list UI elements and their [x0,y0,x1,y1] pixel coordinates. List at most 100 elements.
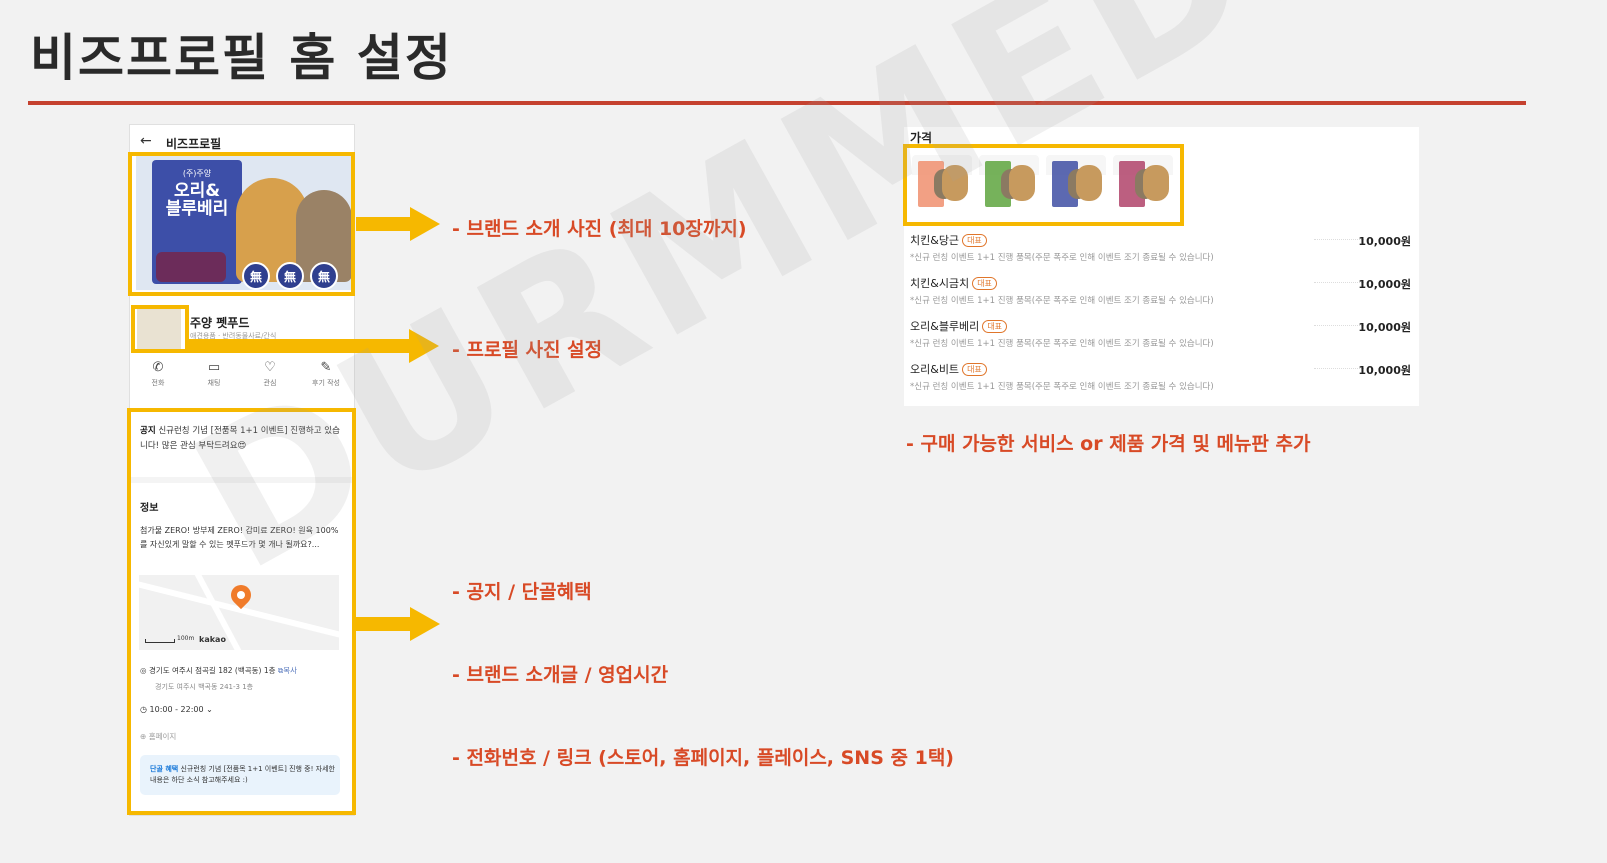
phone-header-title: 비즈프로필 [166,137,222,151]
dot-leader [1314,368,1364,369]
profile-photo[interactable] [137,308,181,350]
menu-item-price: 10,000원 [1358,364,1411,377]
rep-tag: 대표 [962,363,987,376]
call-label: 전화 [151,379,165,387]
menu-item-title: 치킨&당근 [910,234,960,247]
hours-row[interactable]: ◷ 10:00 - 22:00 ⌄ [140,705,213,714]
pencil-icon: ✎ [320,360,332,375]
package-name-line2: 블루베리 [165,199,229,219]
brand-photo-label: - 브랜드 소개 사진 (최대 10장까지) [452,218,747,240]
map-scale-text: 100m [177,635,195,642]
copy-label: 복사 [283,666,298,675]
menu-item-note: *신규 런칭 이벤트 1+1 진행 품목(주문 폭주로 인해 이벤트 조기 종료… [910,296,1214,306]
arrow-right-icon [356,607,440,641]
phone-mockup: ← 비즈프로필 (주)주양 오리& 블루베리 無 無 無 주양 펫푸드 애견용품… [129,124,355,816]
notice-prefix: 공지 [140,426,156,436]
thumb-pet [942,165,968,201]
hours-text: 10:00 - 22:00 [149,705,204,714]
menu-item-note: *신규 런칭 이벤트 1+1 진행 품목(주문 폭주로 인해 이벤트 조기 종료… [910,253,1214,263]
menu-item-note: *신규 런칭 이벤트 1+1 진행 품목(주문 폭주로 인해 이벤트 조기 종료… [910,382,1214,392]
package-brand: (주)주양 [182,169,212,178]
homepage-row[interactable]: ⊕ 홈페이지 [140,731,176,742]
map-pin-dot [237,591,245,599]
product-thumbnail[interactable] [979,155,1039,219]
berries-image [156,252,226,282]
profile-name: 주양 펫푸드 [190,316,250,330]
arrow-right-icon [189,329,439,363]
rep-tag: 대표 [972,277,997,290]
contact-label: - 전화번호 / 링크 (스토어, 홈페이지, 플레이스, SNS 중 1택) [452,747,954,769]
notice-text: 공지 신규런칭 기념 [전품목 1+1 이벤트] 진행하고 있습니다! 많은 관… [140,424,346,454]
menu-item-price: 10,000원 [1358,235,1411,248]
clock-icon: ◷ [140,705,147,714]
review-action[interactable]: ✎ 후기 작성 [298,360,354,388]
homepage-label: 홈페이지 [148,732,177,741]
menu-item-title: 오리&블루베리 [910,320,980,333]
product-thumbnail[interactable] [912,155,972,219]
menu-item-title: 오리&비트 [910,363,960,376]
loyal-benefit-text: 단골 혜택 신규런칭 기념 [전품목 1+1 이벤트] 진행 중! 자세한 내용… [150,764,336,786]
globe-icon: ⊕ [140,732,147,741]
dot-leader [1314,325,1364,326]
loyal-benefit-prefix: 단골 혜택 [150,765,179,773]
slide-title: 비즈프로필 홈 설정 [30,29,453,87]
phone-header: ← 비즈프로필 [130,125,354,155]
brand-hero-image[interactable]: (주)주양 오리& 블루베리 無 無 無 [136,156,352,290]
lot-address: 경기도 여주시 백곡동 241-3 1층 [155,683,254,691]
favorite-label: 관심 [263,379,277,387]
menu-item-price: 10,000원 [1358,278,1411,291]
phone-icon: ✆ [152,360,164,375]
brand-photo-highlight [128,152,355,296]
arrow-left-icon[interactable]: ← [140,133,152,149]
chat-icon: ▭ [207,360,221,375]
menu-item-note: *신규 런칭 이벤트 1+1 진행 품목(주문 폭주로 인해 이벤트 조기 종료… [910,339,1214,349]
brand-intro-label: - 브랜드 소개글 / 영업시간 [452,664,669,686]
loyal-benefit-body: 신규런칭 기념 [전품목 1+1 이벤트] 진행 중! 자세한 내용은 하단 소… [150,765,335,784]
chat-label: 채팅 [207,379,221,387]
location-map[interactable]: 100m kakao [139,575,339,650]
thumb-pet [1009,165,1035,201]
location-icon: ◎ [140,666,147,675]
call-action[interactable]: ✆ 전화 [130,360,186,388]
thumb-pet [1076,165,1102,201]
notice-label: - 공지 / 단골혜택 [452,581,592,603]
info-heading: 정보 [140,503,159,514]
price-label: - 구매 가능한 서비스 or 제품 가격 및 메뉴판 추가 [906,433,1311,455]
menu-item-title: 치킨&시금치 [910,277,970,290]
profile-category: 애견용품 · 반려동물사료/간식 [190,332,277,340]
package-name-line1: 오리& [173,181,221,201]
info-section-highlight [127,408,356,815]
map-scale-bar [145,639,175,643]
no-preservative-badge: 無 [276,262,304,290]
chevron-down-icon: ⌄ [206,705,213,714]
address-row: ◎ 경기도 여주시 점곡길 182 (백곡동) 1층 ⧉복사 [140,665,297,676]
map-provider: kakao [199,635,226,644]
profile-photo-label: - 프로필 사진 설정 [452,339,603,361]
price-heading: 가격 [910,131,933,145]
loyal-benefit-box: 단골 혜택 신규런칭 기념 [전품목 1+1 이벤트] 진행 중! 자세한 내용… [140,755,340,795]
rep-tag: 대표 [962,234,987,247]
profile-photo-highlight [131,305,189,353]
heart-icon: ♡ [264,360,276,375]
arrow-right-icon [356,207,440,241]
action-row: ✆ 전화 ▭ 채팅 ♡ 관심 ✎ 후기 작성 [130,360,354,394]
favorite-action[interactable]: ♡ 관심 [242,360,298,388]
dot-leader [1314,239,1364,240]
menu-item-price: 10,000원 [1358,321,1411,334]
thumb-pet [1143,165,1169,201]
road-address: 경기도 여주시 점곡길 182 (백곡동) 1층 [148,666,276,675]
notice-body: 신규런칭 기념 [전품목 1+1 이벤트] 진행하고 있습니다! 많은 관심 부… [140,426,340,451]
review-label: 후기 작성 [312,379,340,387]
product-thumbnail[interactable] [1113,155,1173,219]
no-additive-badge: 無 [242,262,270,290]
chat-action[interactable]: ▭ 채팅 [186,360,242,388]
section-divider [130,477,354,483]
package-name: 오리& 블루베리 [152,182,242,218]
copy-address-button[interactable]: ⧉복사 [277,666,298,675]
product-thumbnail[interactable] [1046,155,1106,219]
